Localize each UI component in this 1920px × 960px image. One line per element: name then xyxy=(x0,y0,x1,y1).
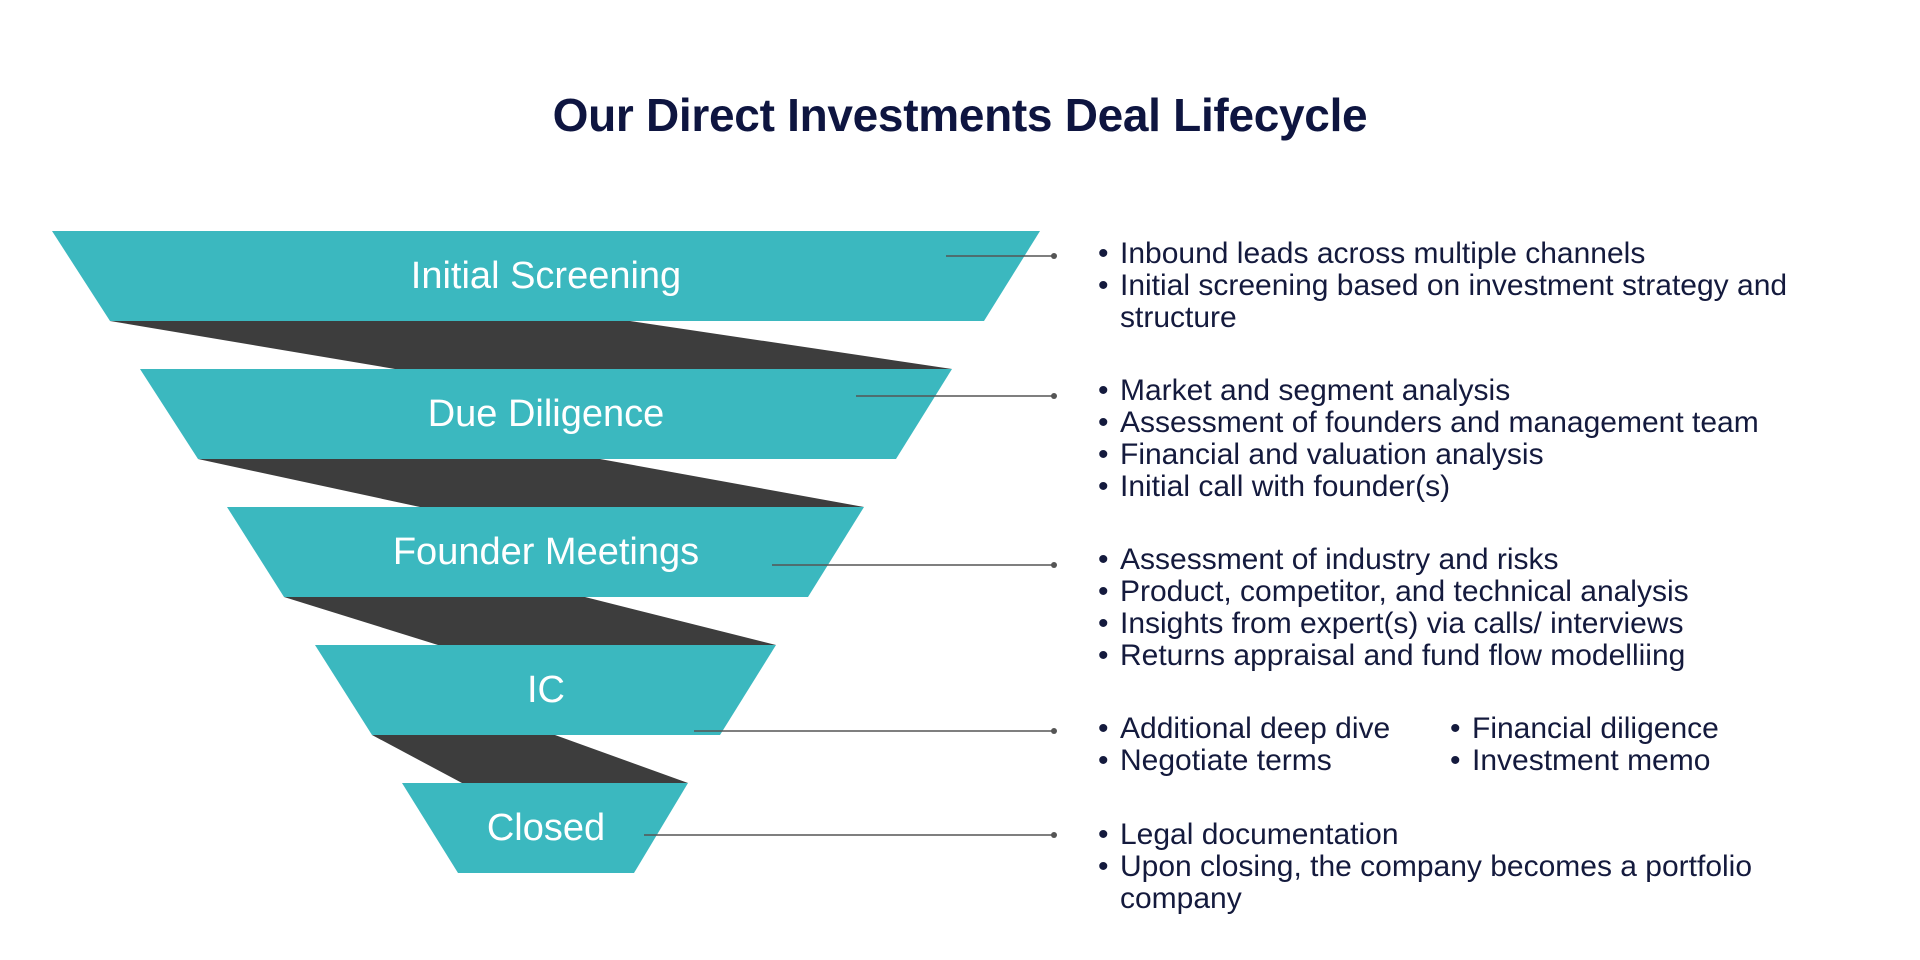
bullet-item: Assessment of founders and management te… xyxy=(1098,407,1858,440)
bullet-item: Assessment of industry and risks xyxy=(1098,544,1858,577)
bullet-item: Additional deep dive xyxy=(1098,713,1450,746)
bullet-item: Product, competitor, and technical analy… xyxy=(1098,576,1858,609)
stage-description-ic: Additional deep dive Negotiate terms Fin… xyxy=(1098,713,1858,778)
funnel-connector-2 xyxy=(198,459,864,507)
stage-description-founder-meetings: Assessment of industry and risks Product… xyxy=(1098,544,1858,673)
stage-label: Initial Screening xyxy=(411,255,681,297)
bullet-item: Negotiate terms xyxy=(1098,745,1450,778)
bullet-item: Inbound leads across multiple channels xyxy=(1098,238,1858,271)
leader-line-1 xyxy=(946,253,1057,259)
leader-line-5 xyxy=(644,832,1057,838)
leader-line-3 xyxy=(772,562,1057,568)
stage-label: Closed xyxy=(487,807,605,849)
leader-dot xyxy=(1051,393,1057,399)
page-title: Our Direct Investments Deal Lifecycle xyxy=(552,89,1368,141)
stage-description-initial-screening: Inbound leads across multiple channels I… xyxy=(1098,238,1858,334)
leader-line-2 xyxy=(856,393,1057,399)
leader-line-4 xyxy=(694,728,1057,734)
bullet-item: Insights from expert(s) via calls/ inter… xyxy=(1098,608,1858,641)
leader-dot xyxy=(1051,832,1057,838)
funnel-stage-due-diligence: Due Diligence xyxy=(140,369,952,459)
bullet-item: Initial call with founder(s) xyxy=(1098,471,1858,504)
stage-label: Founder Meetings xyxy=(393,531,699,573)
funnel-stage-closed: Closed xyxy=(402,783,688,873)
stage-description-due-diligence: Market and segment analysis Assessment o… xyxy=(1098,375,1858,504)
bullet-item: Legal documentation xyxy=(1098,819,1808,852)
stage-label: Due Diligence xyxy=(428,393,665,435)
bullet-item: Financial diligence xyxy=(1450,713,1719,746)
bullet-item: Market and segment analysis xyxy=(1098,375,1858,408)
bullet-item: Financial and valuation analysis xyxy=(1098,439,1858,472)
bullet-item: Investment memo xyxy=(1450,745,1719,778)
leader-dot xyxy=(1051,728,1057,734)
bullet-item: Upon closing, the company becomes a port… xyxy=(1098,851,1808,915)
funnel-connector-3 xyxy=(284,597,776,645)
funnel-stage-ic: IC xyxy=(315,645,776,735)
stage-label: IC xyxy=(527,669,565,711)
funnel-connector-1 xyxy=(110,321,952,369)
stage-description-closed: Legal documentation Upon closing, the co… xyxy=(1098,819,1808,915)
bullet-item: Returns appraisal and fund flow modellii… xyxy=(1098,640,1858,673)
bullet-column-right: Financial diligence Investment memo xyxy=(1450,713,1719,778)
bullet-item: Initial screening based on investment st… xyxy=(1098,270,1858,334)
funnel-stage-founder-meetings: Founder Meetings xyxy=(227,507,864,597)
funnel-stage-initial-screening: Initial Screening xyxy=(52,231,1040,321)
leader-dot xyxy=(1051,562,1057,568)
bullet-column-left: Additional deep dive Negotiate terms xyxy=(1098,713,1450,778)
leader-dot xyxy=(1051,253,1057,259)
funnel-connector-4 xyxy=(372,735,688,783)
